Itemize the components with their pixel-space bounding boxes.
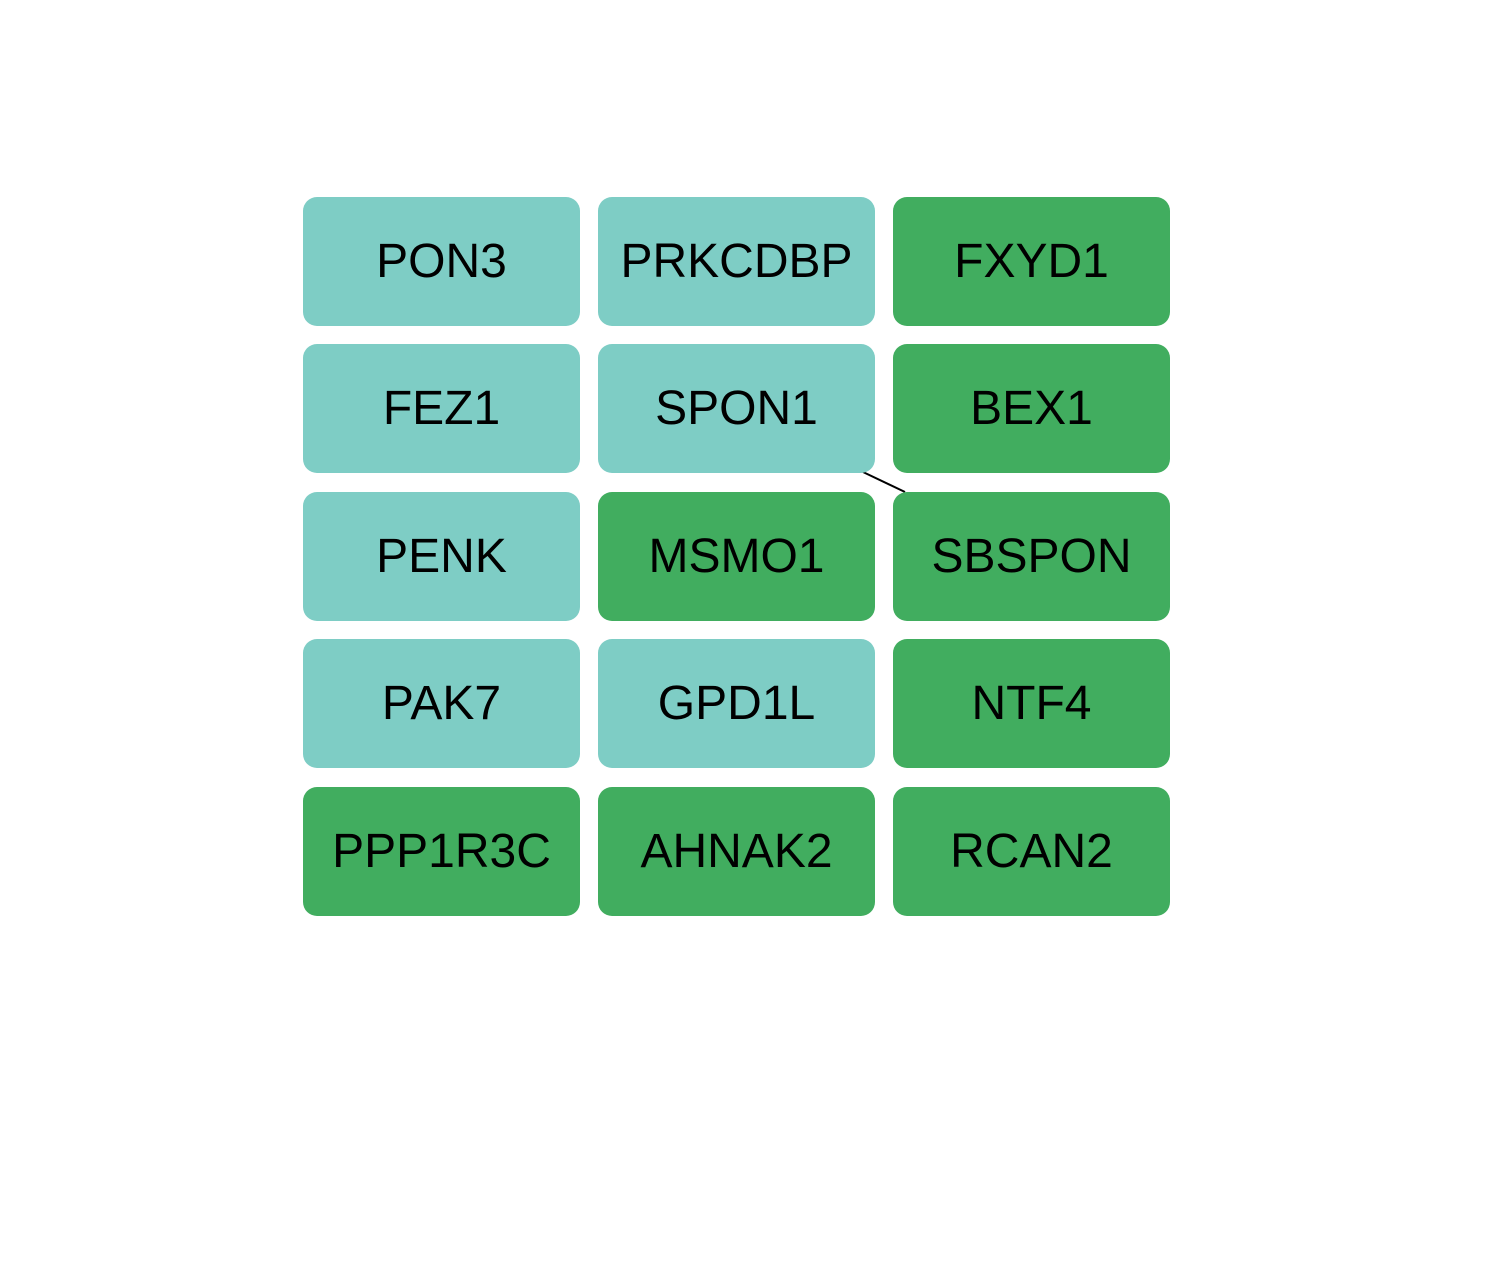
node-spon1[interactable]: SPON1 <box>598 344 875 473</box>
node-rcan2[interactable]: RCAN2 <box>893 787 1170 916</box>
node-label: GPD1L <box>657 677 816 730</box>
node-pon3[interactable]: PON3 <box>303 197 580 326</box>
node-label: PRKCDBP <box>620 235 853 288</box>
node-label: BEX1 <box>970 382 1093 435</box>
node-label: RCAN2 <box>950 825 1113 878</box>
node-sbspon[interactable]: SBSPON <box>893 492 1170 621</box>
node-label: FEZ1 <box>382 382 501 435</box>
node-label: PAK7 <box>381 677 502 730</box>
node-penk[interactable]: PENK <box>303 492 580 621</box>
node-label: SBSPON <box>931 530 1132 583</box>
node-label: PPP1R3C <box>332 825 551 878</box>
node-prkcdbp[interactable]: PRKCDBP <box>598 197 875 326</box>
node-fez1[interactable]: FEZ1 <box>303 344 580 473</box>
node-pak7[interactable]: PAK7 <box>303 639 580 768</box>
node-bex1[interactable]: BEX1 <box>893 344 1170 473</box>
node-label: PENK <box>376 530 507 583</box>
node-ntf4[interactable]: NTF4 <box>893 639 1170 768</box>
node-label: NTF4 <box>971 677 1092 730</box>
node-label: FXYD1 <box>954 235 1109 288</box>
node-gpd1l[interactable]: GPD1L <box>598 639 875 768</box>
node-label: PON3 <box>376 235 507 288</box>
node-label: AHNAK2 <box>640 825 833 878</box>
node-msmo1[interactable]: MSMO1 <box>598 492 875 621</box>
node-label: MSMO1 <box>648 530 825 583</box>
node-fxyd1[interactable]: FXYD1 <box>893 197 1170 326</box>
node-ppp1r3c[interactable]: PPP1R3C <box>303 787 580 916</box>
edge-spon1-sbspon <box>862 471 906 493</box>
node-label: SPON1 <box>655 382 818 435</box>
node-ahnak2[interactable]: AHNAK2 <box>598 787 875 916</box>
